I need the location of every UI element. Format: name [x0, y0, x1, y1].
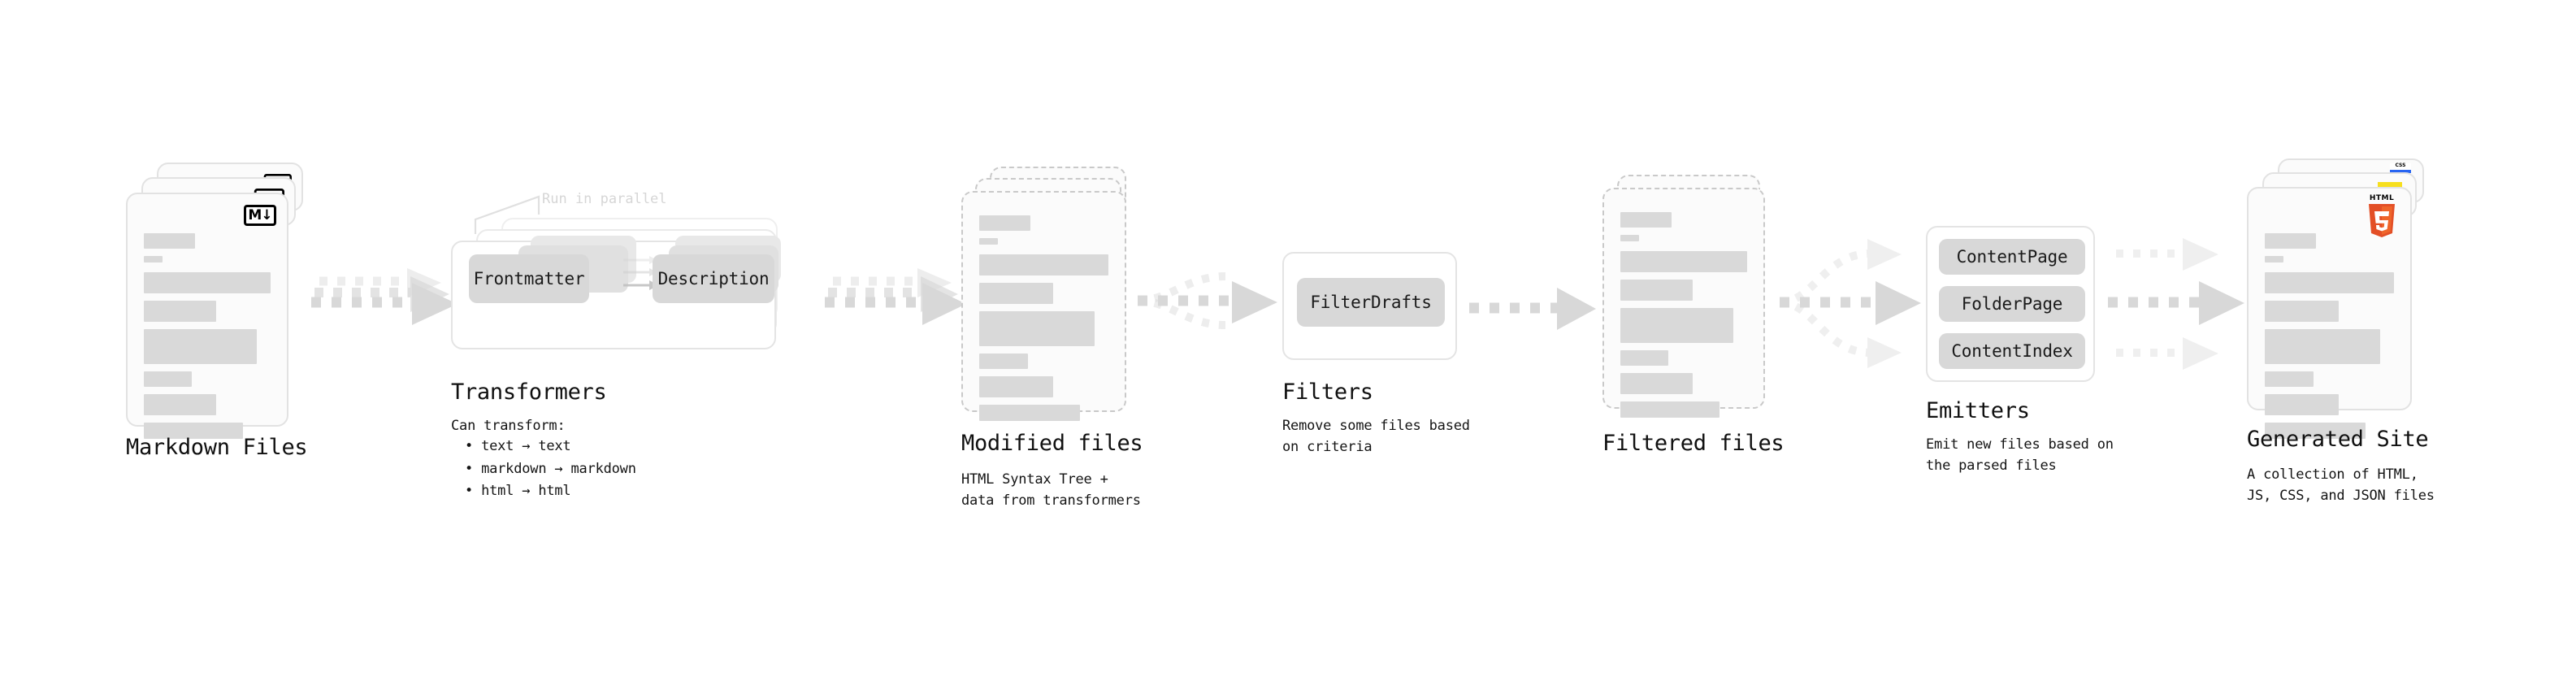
modified-doc-content	[979, 215, 1108, 428]
stage-emitters: ContentPage FolderPage ContentIndex	[1926, 226, 2095, 382]
emitter-pill-contentpage[interactable]: ContentPage	[1939, 239, 2085, 275]
arrow-markdown-to-transformers	[311, 268, 458, 325]
arrow-filtered-to-emitters	[1779, 239, 1921, 368]
content-line	[1620, 373, 1693, 394]
filters-group: FilterDrafts	[1282, 252, 1457, 360]
markdown-file-stack: M↓ M↓ M↓	[126, 163, 305, 439]
stage-caption-emitters: Emit new files based on the parsed files	[1926, 436, 2114, 474]
content-line	[2265, 233, 2316, 249]
css-icon-label: CSS	[2395, 163, 2406, 168]
emitter-pill-folderpage[interactable]: FolderPage	[1939, 286, 2085, 322]
content-line	[1620, 235, 1639, 241]
filtered-doc-content	[1620, 212, 1747, 425]
transformers-bullet-list: text → text markdown → markdown html → h…	[465, 436, 636, 503]
content-line	[1620, 401, 1720, 418]
content-line	[979, 238, 998, 245]
markdown-doc-front: M↓	[126, 193, 288, 439]
modified-doc-front	[961, 191, 1126, 421]
stage-caption-generated-site: A collection of HTML, JS, CSS, and JSON …	[2247, 466, 2435, 504]
markdown-icon-label: M↓	[248, 206, 272, 223]
stage-caption-transformers: Can transform:	[451, 418, 566, 434]
content-line	[1620, 212, 1672, 228]
filtered-file-stack	[1602, 167, 1777, 431]
content-line	[979, 354, 1029, 369]
stage-title-markdown-files: Markdown Files	[126, 435, 308, 460]
arrow-emitters-to-site	[2108, 238, 2244, 370]
stage-modified-files	[961, 167, 1136, 431]
content-line	[144, 272, 271, 293]
filter-pill-filterdrafts[interactable]: FilterDrafts	[1297, 278, 1445, 327]
filtered-doc-front	[1602, 188, 1765, 418]
stage-caption-modified-files: HTML Syntax Tree + data from transformer…	[961, 471, 1141, 509]
content-line	[2265, 329, 2380, 364]
bullet-item: text → text	[465, 436, 636, 458]
markdown-icon: M↓	[244, 205, 276, 226]
arrow-transformers-to-modified	[825, 268, 966, 325]
content-line	[144, 329, 257, 364]
content-line	[2265, 423, 2366, 439]
markdown-doc-content	[144, 233, 271, 446]
content-line	[2265, 371, 2314, 387]
html5-icon-label: HTML	[2369, 194, 2395, 202]
content-line	[979, 215, 1030, 231]
content-line	[1620, 251, 1747, 272]
stage-title-filters: Filters	[1282, 380, 1373, 405]
html5-icon: HTML	[2365, 195, 2399, 237]
content-line	[144, 394, 216, 415]
bullet-item: markdown → markdown	[465, 458, 636, 481]
bullet-item: html → html	[465, 480, 636, 503]
content-line	[144, 256, 163, 262]
stage-generated-site: CSS HTML	[2247, 158, 2434, 439]
stage-title-transformers: Transformers	[451, 380, 607, 405]
content-line	[1620, 308, 1733, 343]
stage-filters: FilterDrafts	[1282, 252, 1457, 360]
arrow-modified-to-filters	[1137, 272, 1277, 329]
stage-caption-filters: Remove some files based on criteria	[1282, 418, 1470, 455]
html5-icon-shield	[2366, 204, 2397, 238]
content-line	[2265, 394, 2339, 415]
emitters-group: ContentPage FolderPage ContentIndex	[1926, 226, 2095, 382]
run-in-parallel-label: Run in parallel	[542, 191, 667, 207]
content-line	[144, 371, 193, 387]
content-line	[144, 233, 195, 249]
modified-file-stack	[961, 167, 1136, 431]
transformer-pill-description[interactable]: Description	[653, 254, 774, 303]
generated-doc-content	[2265, 233, 2394, 446]
stage-transformers: Run in parallel Frontm	[451, 191, 825, 366]
css-icon-bar	[2390, 170, 2411, 173]
generated-doc-html: HTML	[2247, 187, 2412, 439]
content-line	[2265, 256, 2283, 262]
content-line	[144, 301, 216, 322]
content-line	[979, 254, 1108, 275]
content-line	[1620, 280, 1693, 301]
content-line	[1620, 350, 1669, 366]
transformer-pill-frontmatter[interactable]: Frontmatter	[469, 254, 589, 303]
stage-filtered-files	[1602, 167, 1777, 431]
content-line	[979, 405, 1081, 421]
stage-title-filtered-files: Filtered files	[1602, 431, 1785, 456]
content-line	[979, 311, 1095, 346]
content-line	[2265, 272, 2394, 293]
arrow-filters-to-filtered	[1469, 288, 1596, 330]
run-in-parallel-bracket	[474, 195, 540, 234]
stage-title-emitters: Emitters	[1926, 398, 2030, 423]
generated-site-stack: CSS HTML	[2247, 158, 2434, 439]
content-line	[144, 423, 243, 439]
stage-title-generated-site: Generated Site	[2247, 427, 2429, 452]
stage-title-modified-files: Modified files	[961, 431, 1143, 456]
content-line	[979, 376, 1053, 397]
content-line	[2265, 301, 2339, 322]
content-line	[979, 283, 1053, 304]
emitter-pill-contentindex[interactable]: ContentIndex	[1939, 333, 2085, 369]
stage-markdown-files: M↓ M↓ M↓	[126, 163, 305, 439]
